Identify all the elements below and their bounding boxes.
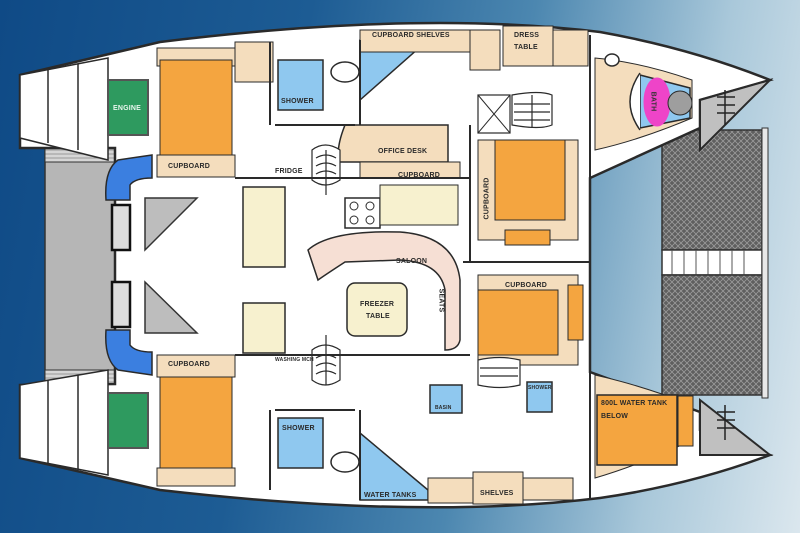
- label-shower: SHOWER: [281, 98, 314, 105]
- engine-top: [107, 79, 149, 136]
- label-basin: BASIN: [435, 405, 452, 411]
- water-tank-800l: [596, 394, 678, 466]
- forward-cabin-top: [477, 139, 579, 246]
- label-water-tank-below: BELOW: [601, 413, 629, 420]
- label-dress: DRESS: [514, 32, 540, 39]
- label-cupboard-bottom: CUPBOARD: [168, 361, 211, 368]
- label-table: TABLE: [514, 44, 538, 51]
- shower-bottom: [277, 417, 324, 469]
- helm-seat-top: [105, 154, 153, 201]
- toilet-icon: [330, 61, 360, 83]
- label-engine: ENGINE: [113, 105, 142, 112]
- label-freezer: FREEZER: [360, 301, 395, 308]
- label-shelves: SHELVES: [480, 490, 514, 497]
- bath: [643, 77, 671, 127]
- trampoline: [661, 127, 769, 399]
- label-fridge: FRIDGE: [275, 168, 303, 175]
- label-shower-bottom: SHOWER: [282, 425, 315, 432]
- companionway-stairs: [311, 91, 553, 389]
- label-saloon: SALOON: [396, 258, 428, 265]
- label-bath: BATH: [649, 91, 657, 112]
- label-cupboard-mid: CUPBOARD: [398, 172, 441, 179]
- label-water-tanks: WATER TANKS: [364, 492, 417, 499]
- aft-cabin-bottom: [156, 354, 236, 487]
- aft-cabin-top: [156, 41, 274, 178]
- windlass-icon: [717, 90, 735, 440]
- shower-top: [277, 59, 324, 111]
- bulkheads: [235, 35, 591, 500]
- freezer-table: [346, 282, 408, 337]
- sink-icon: [604, 53, 620, 67]
- forward-cabin-bottom: [477, 274, 584, 366]
- engine-bottom: [107, 392, 149, 449]
- label-cupboard-vertical: CUPBOARD: [483, 177, 491, 220]
- toilet-icon: [330, 451, 360, 473]
- saloon-seats: [307, 231, 461, 351]
- label-water-tank: 800L WATER TANK: [601, 400, 668, 407]
- stern-steps: [19, 57, 109, 476]
- label-cupboard-shelves: CUPBOARD SHELVES: [372, 32, 450, 39]
- label-cupboard: CUPBOARD: [168, 163, 211, 170]
- label-cupboard-right: CUPBOARD: [505, 282, 548, 289]
- label-washing-machine: WASHING MCH: [275, 357, 314, 363]
- aft-cockpit: [44, 147, 116, 385]
- office-desk: [337, 124, 449, 163]
- stove-icon: [344, 197, 381, 229]
- label-shower-right: SHOWER: [528, 385, 552, 391]
- label-seats: SEATS: [437, 288, 445, 313]
- label-freezer-table: TABLE: [366, 313, 390, 320]
- helm-seat-bottom: [105, 329, 153, 376]
- label-office-desk: OFFICE DESK: [378, 148, 428, 155]
